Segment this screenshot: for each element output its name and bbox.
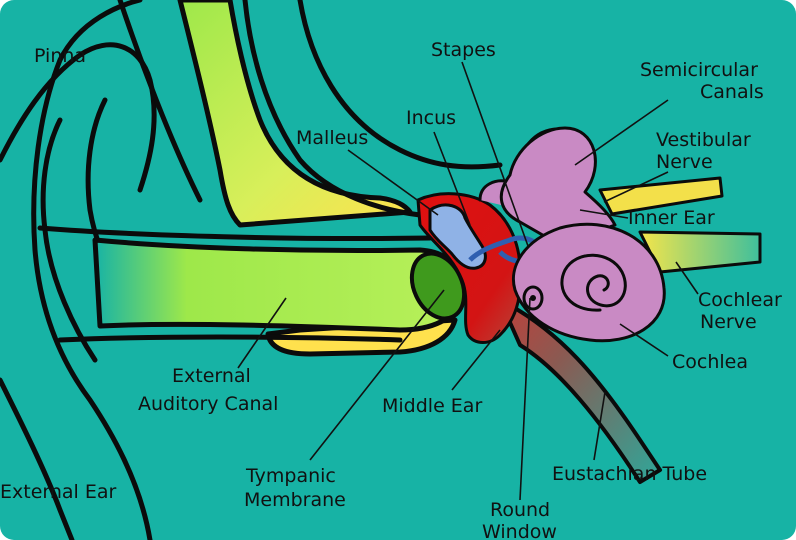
pointer-lines — [237, 61, 699, 501]
malleus-incus — [428, 203, 487, 270]
label-external-auditory-canal-line1: External — [172, 365, 251, 387]
label-vestibular-nerve-line2: Nerve — [656, 151, 713, 173]
pinna-shape — [31, 0, 153, 540]
label-external-auditory-canal-line2: Auditory Canal — [138, 393, 278, 415]
label-tympanic-membrane-line1: Tympanic — [245, 465, 336, 487]
label-cochlear-nerve-line1: Cochlear — [698, 289, 782, 311]
upper-canal-wall — [177, 0, 413, 228]
label-malleus: Malleus — [296, 127, 368, 149]
label-inner-ear: Inner Ear — [628, 207, 715, 229]
label-round-window-line2: Window — [482, 521, 557, 540]
label-semicircular-canals-line1: Semicircular — [640, 59, 758, 81]
label-stapes: Stapes — [431, 39, 496, 61]
external-auditory-canal — [92, 237, 465, 333]
label-semicircular-canals-line2: Canals — [700, 81, 764, 103]
label-round-window-line1: Round — [490, 499, 550, 521]
eustachian-tube — [498, 298, 662, 484]
label-pinna: Pinna — [34, 45, 86, 67]
label-eustachian-tube: Eustachian Tube — [552, 463, 707, 485]
label-external-ear: External Ear — [0, 481, 117, 503]
label-tympanic-membrane-line2: Membrane — [244, 489, 346, 511]
label-cochlear-nerve-line2: Nerve — [700, 311, 757, 333]
label-cochlea: Cochlea — [672, 351, 748, 373]
label-incus: Incus — [406, 107, 456, 129]
label-middle-ear: Middle Ear — [382, 395, 482, 417]
label-vestibular-nerve-line1: Vestibular — [656, 129, 751, 151]
vestibular-nerve — [598, 176, 724, 216]
